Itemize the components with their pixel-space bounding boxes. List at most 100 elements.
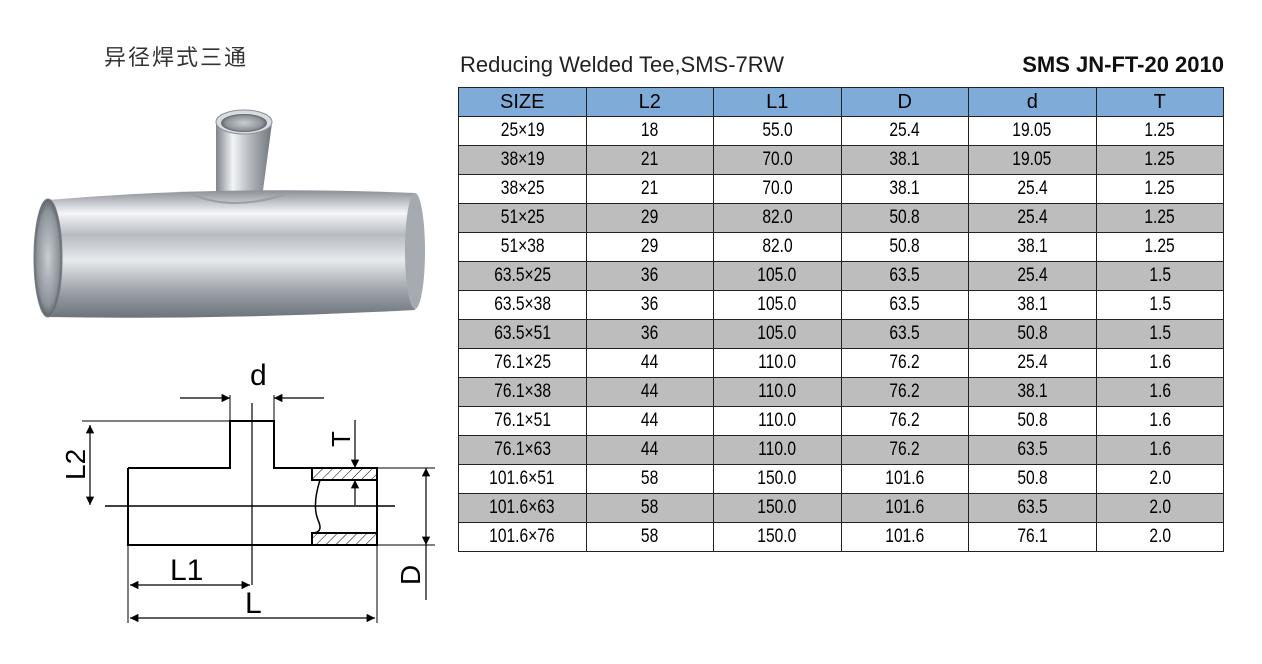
table-cell: 25.4: [968, 348, 1097, 378]
label-L: L: [245, 587, 262, 620]
cell-value: 18: [641, 120, 659, 141]
cell-value: 82.0: [762, 236, 793, 257]
cell-value: 50.8: [1017, 410, 1048, 431]
table-cell: 101.6: [840, 493, 969, 523]
table-cell: 2.0: [1095, 464, 1224, 494]
cell-value: 110.0: [758, 352, 797, 373]
table-cell: 58: [585, 522, 714, 552]
cell-value: 58: [641, 526, 659, 547]
table-cell: 1.5: [1095, 290, 1224, 320]
table-cell: 38.1: [840, 174, 969, 204]
cell-value: 101.6×76: [489, 526, 555, 547]
table-cell: 82.0: [713, 203, 842, 233]
table-cell: 2.0: [1095, 522, 1224, 552]
table-title: Reducing Welded Tee,SMS-7RW: [460, 52, 785, 77]
table-cell: 51×38: [458, 232, 587, 262]
cell-value: 82.0: [762, 207, 793, 228]
cell-value: 101.6: [885, 468, 925, 489]
table-cell: 105.0: [713, 319, 842, 349]
cell-value: 101.6×63: [489, 497, 555, 518]
table-cell: 50.8: [840, 232, 969, 262]
table-cell: 1.25: [1095, 232, 1224, 262]
cell-value: 25.4: [1017, 352, 1048, 373]
cell-value: 55.0: [762, 120, 793, 141]
table-cell: 110.0: [713, 348, 842, 378]
table-cell: 50.8: [968, 464, 1097, 494]
dimension-drawing: d L2 T D L1 L: [60, 359, 435, 623]
table-cell: 18: [585, 116, 714, 146]
table-cell: 50.8: [840, 203, 969, 233]
cell-value: 110.0: [758, 410, 797, 431]
cell-value: 36: [641, 294, 659, 315]
table-cell: 19.05: [968, 116, 1097, 146]
table-cell: 63.5: [840, 319, 969, 349]
table-cell: 44: [585, 348, 714, 378]
table-cell: 101.6: [840, 522, 969, 552]
table-cell: 25.4: [968, 203, 1097, 233]
table-cell: 19.05: [968, 145, 1097, 175]
table-cell: 1.25: [1095, 145, 1224, 175]
cell-value: 21: [641, 149, 659, 170]
col-header: d: [968, 87, 1097, 117]
table-cell: 76.1×38: [458, 377, 587, 407]
table-cell: 38.1: [968, 290, 1097, 320]
table-cell: 55.0: [713, 116, 842, 146]
table-cell: 63.5: [968, 493, 1097, 523]
cell-value: 76.2: [889, 352, 920, 373]
cell-value: 1.5: [1148, 265, 1171, 286]
table-cell: 36: [585, 319, 714, 349]
product-title-chinese: 异径焊式三通: [104, 46, 249, 71]
cell-value: 25.4: [889, 120, 920, 141]
table-cell: 76.1×25: [458, 348, 587, 378]
cell-value: 44: [641, 352, 659, 373]
product-photo: [33, 109, 425, 318]
cell-value: 1.6: [1148, 381, 1171, 402]
table-cell: 110.0: [713, 377, 842, 407]
cell-value: 150.0: [757, 526, 797, 547]
table-cell: 63.5: [840, 261, 969, 291]
table-cell: 44: [585, 406, 714, 436]
table-cell: 76.1×63: [458, 435, 587, 465]
label-L2: L2: [60, 449, 91, 480]
cell-value: 105.0: [757, 294, 797, 315]
cell-value: 76.1: [1017, 526, 1048, 547]
table-cell: 36: [585, 261, 714, 291]
table-header-row: SIZE L2 L1 D d T: [458, 87, 1224, 117]
table-cell: 1.25: [1095, 174, 1224, 204]
label-d: d: [250, 359, 267, 392]
cell-value: 63.5×51: [493, 323, 551, 344]
table-cell: 1.5: [1095, 261, 1224, 291]
label-T: T: [326, 431, 356, 447]
cell-value: 51×38: [500, 236, 545, 257]
table-cell: 76.2: [840, 435, 969, 465]
table-cell: 38×25: [458, 174, 587, 204]
cell-value: 2.0: [1148, 526, 1171, 547]
cell-value: 2.0: [1148, 468, 1171, 489]
table-cell: 76.2: [840, 377, 969, 407]
table-cell: 36: [585, 290, 714, 320]
table-cell: 38.1: [840, 145, 969, 175]
cell-value: 101.6: [885, 497, 925, 518]
table-cell: 76.1: [968, 522, 1097, 552]
cell-value: 2.0: [1148, 497, 1171, 518]
table-cell: 25.4: [968, 261, 1097, 291]
cell-value: 63.5: [889, 323, 920, 344]
table-cell: 38×19: [458, 145, 587, 175]
table-cell: 70.0: [713, 145, 842, 175]
cell-value: 58: [641, 468, 659, 489]
table-cell: 44: [585, 435, 714, 465]
table-cell: 105.0: [713, 290, 842, 320]
cell-value: 44: [641, 410, 659, 431]
table-cell: 58: [585, 464, 714, 494]
cell-value: 50.8: [1017, 468, 1048, 489]
cell-value: 63.5: [889, 294, 920, 315]
table-cell: 1.5: [1095, 319, 1224, 349]
table-cell: 110.0: [713, 435, 842, 465]
cell-value: 38.1: [889, 178, 920, 199]
cell-value: 38.1: [889, 149, 920, 170]
